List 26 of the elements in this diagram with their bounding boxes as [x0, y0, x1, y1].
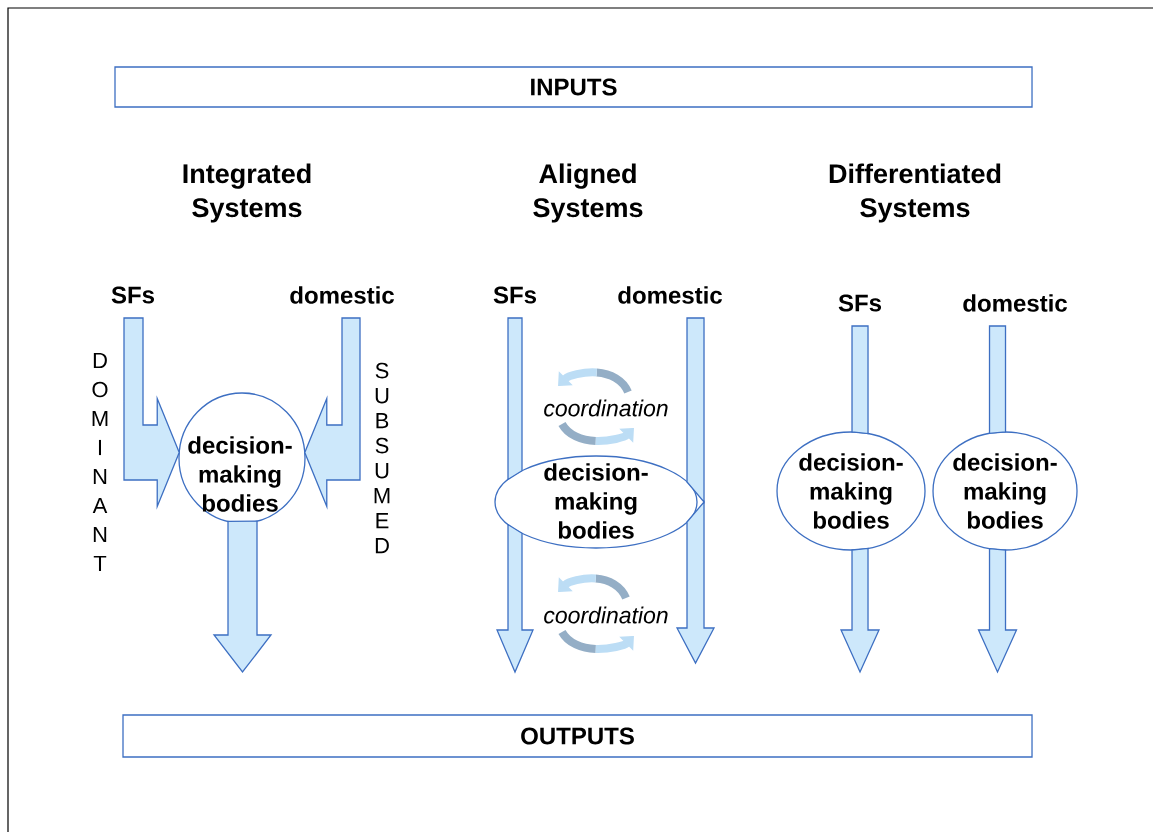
block-arrow: [123, 317, 180, 510]
column-heading: Differentiated Systems: [829, 163, 1001, 223]
stream-label: SFs: [111, 286, 154, 304]
coordination-label: coordination: [544, 399, 668, 417]
stream-label: domestic: [290, 286, 394, 304]
banner-box: INPUTS: [114, 66, 1033, 108]
stream-label: SFs: [838, 294, 882, 312]
block-arrow: [496, 523, 534, 674]
column-heading: Integrated Systems: [183, 163, 311, 223]
block-arrow: [212, 520, 273, 674]
arrow-shaft: [851, 325, 869, 435]
block-arrow: [675, 500, 716, 665]
block-arrow: [977, 547, 1018, 674]
vertical-letters: DOMINANT: [92, 352, 108, 572]
arrow-shaft: [988, 325, 1007, 435]
arrow-shaft: [507, 317, 523, 481]
stream-label: domestic: [963, 294, 1067, 312]
block-arrow: [840, 547, 880, 674]
column-heading: Aligned Systems: [533, 163, 643, 223]
arrow-shaft: [686, 317, 705, 504]
banner-box: OUTPUTS: [122, 714, 1033, 758]
block-arrow: [304, 317, 361, 510]
vertical-letters: SUBSUMED: [374, 362, 390, 554]
stream-label: SFs: [493, 286, 537, 304]
stream-label: domestic: [618, 286, 722, 304]
coordination-label: coordination: [544, 606, 668, 624]
